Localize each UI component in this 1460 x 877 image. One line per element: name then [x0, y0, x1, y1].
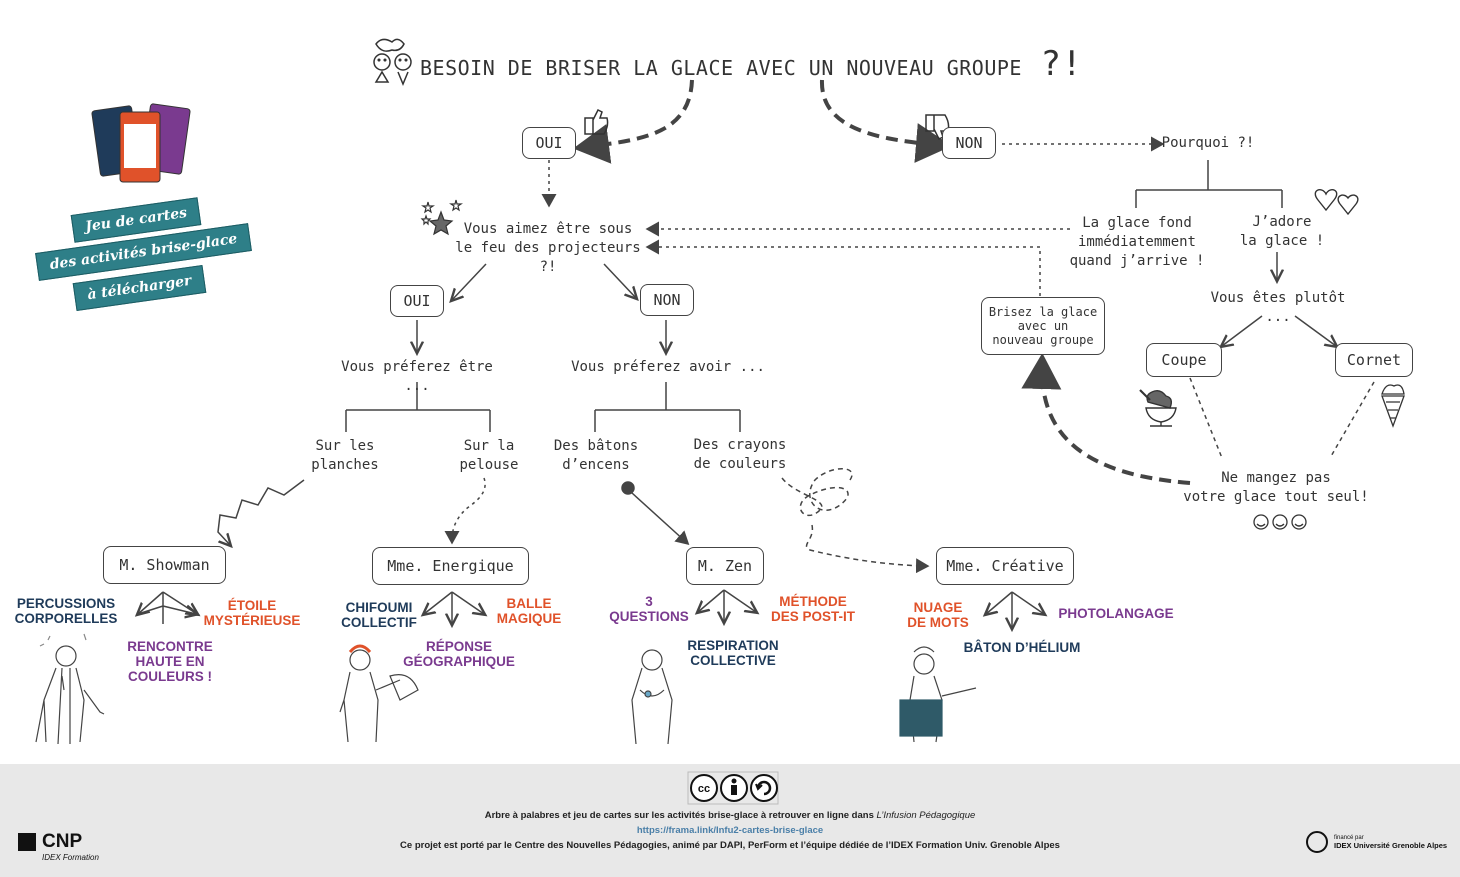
node-glace-fond: La glace fond immédiatemment quand j’arr… [1069, 215, 1205, 269]
node-oui-mid: OUI [390, 285, 444, 317]
zen-figure [631, 649, 673, 745]
incense-tip [621, 481, 635, 495]
activity-baton-helium[interactable]: BÂTON D’HÉLIUM [963, 640, 1081, 655]
ice-cream-cup-icon [1139, 389, 1177, 427]
tree-preferez-avoir [594, 382, 741, 432]
footer-line-3: Ce projet est porté par le Centre des No… [400, 840, 1060, 851]
node-cornet: Cornet [1335, 343, 1413, 377]
node-creative: Mme. Créative [936, 547, 1074, 585]
arrow-crayons-creative [781, 468, 925, 566]
arrow-projecteurs-oui [452, 263, 487, 300]
arrow-title-non [819, 79, 952, 163]
title-text: BESOIN DE BRISER LA GLACE AVEC UN NOUVEA… [420, 56, 1022, 80]
activity-rencontre[interactable]: RENCONTRE HAUTE EN COULEURS ! [127, 639, 213, 684]
activity-percussions[interactable]: PERCUSSIONS CORPORELLES [14, 596, 118, 626]
activity-balle[interactable]: BALLE MAGIQUE [496, 596, 562, 626]
node-coupe: Coupe [1146, 343, 1222, 377]
title-marks: ?! [1040, 44, 1083, 84]
svg-text:cc: cc [698, 783, 710, 795]
funded-small: financé par [1334, 834, 1364, 841]
thumbs-up-icon [584, 108, 609, 135]
creative-figure [899, 646, 977, 743]
arrow-planches-showman [217, 479, 305, 545]
arrow-brisez-projecteurs [645, 239, 1041, 296]
cnp-logo-text: CNP [42, 831, 83, 852]
cnp-square-icon [18, 833, 36, 851]
node-adore: J’adore la glace ! [1239, 214, 1325, 249]
activity-respiration[interactable]: RESPIRATION COLLECTIVE [687, 638, 779, 668]
cc-license-icons[interactable]: cc [0, 764, 1460, 877]
activity-chifoumi[interactable]: CHIFOUMI COLLECTIF [341, 600, 417, 630]
energique-figure [339, 644, 419, 743]
stars-icon [420, 199, 463, 236]
node-showman: M. Showman [103, 546, 226, 584]
footer-link[interactable]: https://frama.link/Infu2-cartes-brise-gl… [636, 825, 824, 836]
people-doodle-icon [373, 38, 412, 86]
node-preferez-etre: Vous préferez être ... [341, 359, 493, 394]
activity-photolangage[interactable]: PHOTOLANGAGE [1058, 606, 1174, 621]
node-pourquoi: Pourquoi ?! [1161, 135, 1255, 151]
activity-etoile[interactable]: ÉTOILE MYSTÉRIEUSE [203, 598, 301, 628]
node-projecteurs: Vous aimez être sous le feu des projecte… [455, 221, 641, 275]
arrow-plutot-cornet [1294, 315, 1336, 346]
cc-icon [690, 774, 718, 802]
node-preferez-avoir: Vous préferez avoir ... [571, 359, 765, 375]
node-mangez: Ne mangez pas votre glace tout seul! [1183, 470, 1369, 505]
activity-3-questions[interactable]: 3 QUESTIONS [609, 594, 689, 624]
activity-nuage[interactable]: NUAGE DE MOTS [907, 600, 969, 630]
cnp-logo-sub: IDEX Formation [42, 853, 99, 862]
hearts-icon [1314, 189, 1359, 216]
footer-line-1-prefix: Arbre à palabres et jeu de cartes sur le… [484, 810, 877, 821]
node-non-top: NON [942, 127, 996, 159]
activity-reponse[interactable]: RÉPONSE GÉOGRAPHIQUE [403, 639, 515, 669]
arrow-coupe-mangez [1189, 377, 1223, 459]
footer: cc Arbre à palabres et jeu de cartes sur… [0, 764, 1460, 877]
node-zen: M. Zen [686, 547, 764, 585]
node-brisez: Brisez la glace avec un nouveau groupe [981, 297, 1105, 355]
funded-text: IDEX Université Grenoble Alpes [1334, 840, 1448, 850]
tree-pourquoi [1135, 160, 1283, 208]
card-deck-icon [91, 103, 191, 183]
cnp-logo[interactable]: CNP IDEX Formation [18, 831, 99, 862]
footer-line-1-italic: L’Infusion Pédagogique [876, 810, 976, 821]
arrow-pelouse-energique [444, 477, 486, 545]
arrow-title-oui [573, 79, 694, 164]
node-pelouse: Sur la pelouse [459, 438, 519, 473]
node-planches: Sur les planches [311, 438, 379, 473]
activity-post-it[interactable]: MÉTHODE DES POST-IT [770, 594, 855, 624]
page-title: BESOIN DE BRISER LA GLACE AVEC UN NOUVEA… [420, 44, 1082, 84]
smileys-icon [1253, 514, 1307, 530]
node-batons: Des bâtons d’encens [553, 438, 639, 473]
node-non-mid: NON [640, 284, 694, 316]
arrow-mangez-brisez [1021, 353, 1191, 485]
showman-figure [35, 633, 105, 745]
uga-seal-icon [1306, 831, 1328, 853]
arrow-plutot-coupe [1222, 315, 1263, 346]
node-plutot: Vous êtes plutôt ... [1210, 290, 1346, 325]
tree-preferez-etre [345, 382, 491, 432]
node-energique: Mme. Energique [372, 547, 529, 585]
sa-icon [750, 774, 778, 802]
arrow-cornet-mangez [1329, 381, 1375, 459]
node-oui-top: OUI [522, 127, 576, 159]
arrow-projecteurs-non [603, 263, 636, 298]
footer-line-1: Arbre à palabres et jeu de cartes sur le… [0, 810, 1460, 821]
ice-cream-cone-icon [1381, 384, 1405, 428]
node-crayons: Des crayons de couleurs [693, 437, 787, 472]
funding-logo[interactable]: financé par IDEX Université Grenoble Alp… [1306, 831, 1447, 853]
arrow-batons-zen [631, 492, 690, 546]
